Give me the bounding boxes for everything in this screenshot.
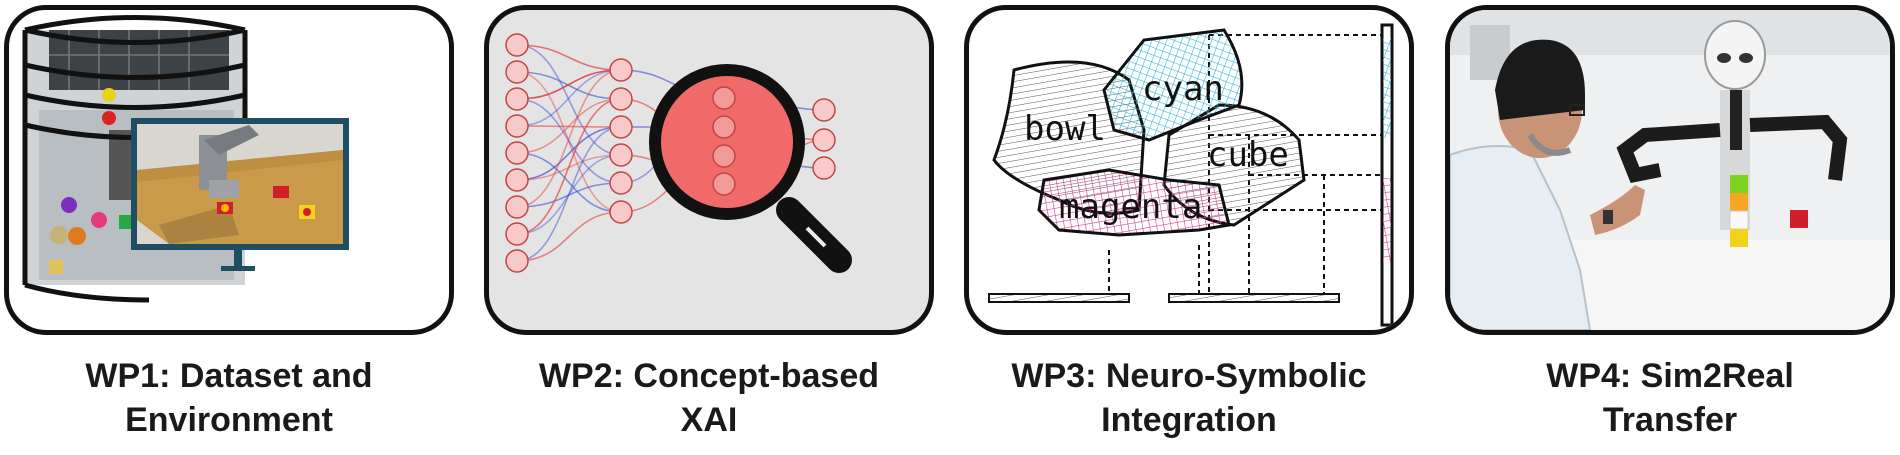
caption-wp4-line1: WP4: Sim2Real — [1546, 357, 1794, 395]
concept-layer — [712, 86, 736, 196]
label-magenta: magenta — [1059, 187, 1202, 227]
monitor-icon — [131, 118, 349, 271]
caption-wp1-line1: WP1: Dataset and — [85, 357, 373, 395]
person-icon — [1450, 39, 1645, 330]
caption-wp4: WP4: Sim2Real Transfer — [1435, 354, 1900, 442]
sim2real-photo — [1450, 10, 1890, 330]
robot-icon — [1616, 20, 1848, 230]
wp4-panel — [1445, 5, 1895, 335]
cyan-region — [1102, 28, 1244, 142]
hidden-layer — [609, 58, 633, 224]
output-layer — [812, 98, 836, 180]
magnifier-icon — [649, 64, 852, 273]
caption-wp1: WP1: Dataset and Environment — [0, 354, 464, 442]
wp1-panel — [4, 5, 454, 335]
caption-wp3-line1: WP3: Neuro-Symbolic — [1011, 357, 1367, 395]
wp2-panel — [484, 5, 934, 335]
caption-wp2: WP2: Concept-based XAI — [474, 354, 944, 442]
dataset-environment-illustration — [22, 15, 349, 303]
magenta-region — [1037, 168, 1231, 237]
wp3-panel: cyan bowl cube magenta — [964, 5, 1414, 335]
caption-wp4-line2: Transfer — [1602, 401, 1738, 439]
caption-wp2-line2: XAI — [680, 401, 738, 439]
neuro-symbolic-illustration: cyan bowl cube magenta — [988, 23, 1394, 327]
input-layer — [505, 33, 529, 273]
caption-wp3: WP3: Neuro-Symbolic Integration — [954, 354, 1424, 442]
caption-wp1-line2: Environment — [125, 401, 333, 439]
label-cube: cube — [1207, 135, 1289, 175]
label-cyan: cyan — [1142, 69, 1224, 109]
caption-wp3-line2: Integration — [1101, 401, 1277, 439]
label-bowl: bowl — [1024, 109, 1106, 149]
caption-wp2-line1: WP2: Concept-based — [538, 357, 880, 395]
concept-xai-illustration — [505, 33, 852, 273]
